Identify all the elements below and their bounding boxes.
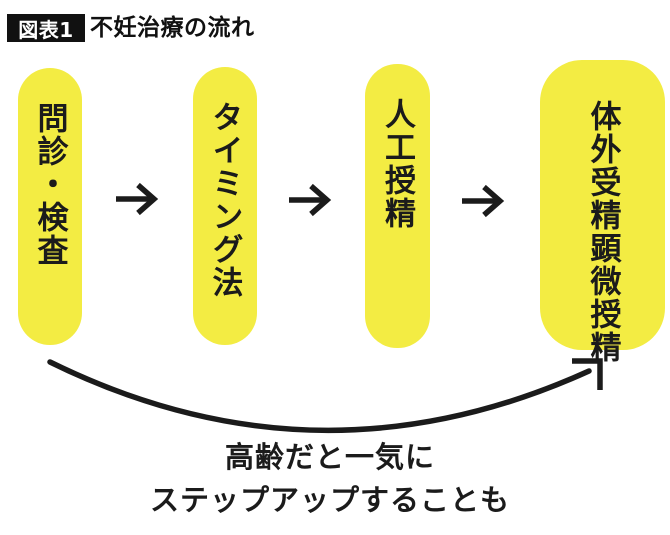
- stepup-annotation-line2: ステップアップすることも: [149, 483, 510, 517]
- step-box-artificial-insemination: 人工授精: [365, 64, 430, 348]
- stepup-annotation-line1: 高齢だと一気に: [224, 440, 435, 474]
- right-arrow-icon: [462, 184, 505, 218]
- step-label-artificial-insemination: 人工授精: [379, 98, 415, 230]
- step-label-timing-method: タイミング法: [206, 101, 243, 299]
- step-label-ivf: 体外受精: [584, 100, 621, 232]
- step-label-ivf-icsi: 体外受精 顕微授精: [578, 60, 628, 364]
- step-label-icsi: 顕微授精: [584, 232, 621, 364]
- step-box-ivf-icsi: 体外受精 顕微授精: [540, 60, 665, 364]
- right-arrow-icon: [289, 183, 332, 217]
- step-label-interview-exam: 問診・検査: [31, 102, 68, 267]
- right-arrow-icon: [116, 182, 159, 216]
- step-box-interview-exam: 問診・検査: [18, 68, 82, 345]
- figure-number-badge: 図表1: [7, 14, 85, 42]
- figure-title: 不妊治療の流れ: [90, 15, 255, 41]
- figure-number-label: 図表1: [18, 17, 74, 42]
- step-box-timing-method: タイミング法: [193, 67, 257, 345]
- stepup-annotation: 高齢だと一気に ステップアップすることも: [85, 436, 575, 522]
